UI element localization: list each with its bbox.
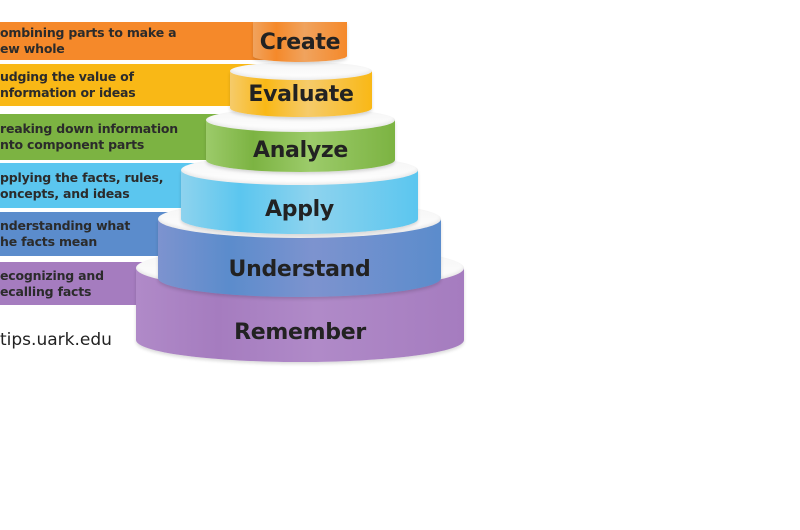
- description-line: reaking down information: [0, 121, 178, 136]
- tier-label-analyze: Analyze: [252, 138, 349, 163]
- source-credit: tips.uark.edu: [0, 330, 112, 350]
- band-apply: pplying the facts, rules,oncepts, and id…: [0, 163, 212, 208]
- tier-label-understand: Understand: [228, 257, 371, 282]
- tier-label-create: Create: [259, 30, 341, 55]
- description-line: udging the value of: [0, 69, 134, 84]
- tier-body: [253, 22, 347, 62]
- description-line: ew whole: [0, 41, 65, 56]
- description-line: nto component parts: [0, 137, 145, 152]
- tier-label-remember: Remember: [234, 320, 366, 345]
- tier-evaluate: Evaluate: [230, 62, 372, 117]
- description-line: nformation or ideas: [0, 85, 136, 100]
- description-line: ombining parts to make a: [0, 25, 177, 40]
- tier-analyze: Analyze: [206, 108, 395, 172]
- tier-top-face: [230, 62, 372, 80]
- tier-create: Create: [253, 22, 347, 62]
- description-line: he facts mean: [0, 234, 98, 249]
- tier-label-apply: Apply: [265, 197, 334, 222]
- description-line: pplying the facts, rules,: [0, 169, 164, 185]
- description-line: ecognizing and: [0, 267, 104, 283]
- description-line: nderstanding what: [0, 218, 131, 233]
- description-line: ecalling facts: [0, 283, 92, 299]
- description-line: oncepts, and ideas: [0, 185, 130, 201]
- tier-label-evaluate: Evaluate: [248, 82, 354, 107]
